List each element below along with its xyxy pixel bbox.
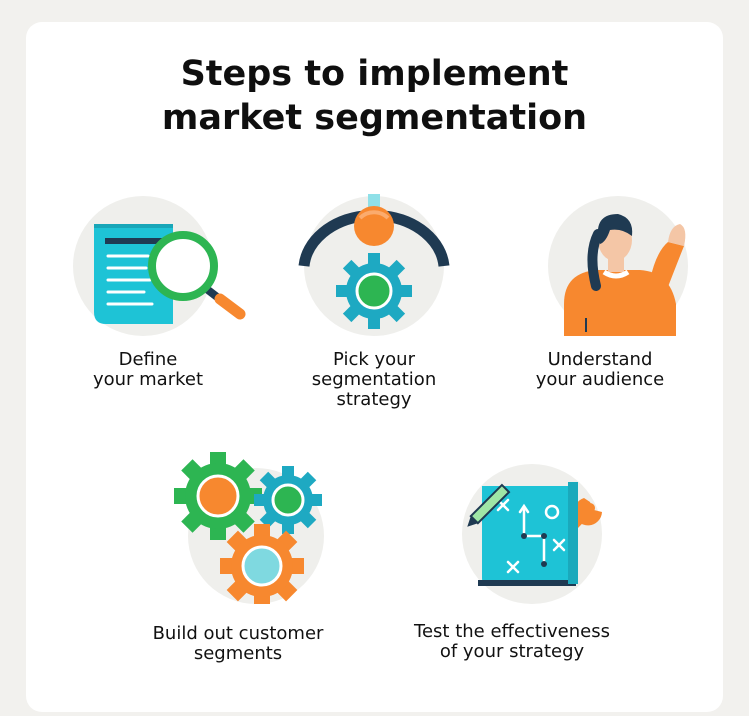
title-line-2: market segmentation: [161, 98, 588, 138]
step-label: Pick your segmentation strategy: [311, 349, 437, 410]
step-define-market: Define your market: [28, 194, 268, 390]
magnifier-document-icon: [73, 196, 246, 336]
step-understand-audience: Understand your audience: [480, 194, 720, 390]
claw-gear-icon: [298, 194, 450, 336]
step-label: Test the effectiveness of your strategy: [414, 621, 610, 662]
step-pick-strategy: Pick your segmentation strategy: [254, 194, 494, 410]
step-label: Define your market: [92, 349, 204, 390]
page-title: Steps to implement market segmentation: [0, 52, 749, 140]
step-build-segments: Build out customer segments: [118, 452, 358, 664]
person-waving-icon: [548, 196, 688, 336]
strategy-map-icon: [462, 464, 602, 604]
step-label: Build out customer segments: [152, 623, 324, 664]
infographic-card: [26, 22, 723, 712]
title-line-1: Steps to implement: [180, 54, 569, 94]
gears-icon: [174, 452, 324, 604]
step-label: Understand your audience: [535, 349, 665, 390]
step-test-strategy: Test the effectiveness of your strategy: [392, 462, 632, 662]
